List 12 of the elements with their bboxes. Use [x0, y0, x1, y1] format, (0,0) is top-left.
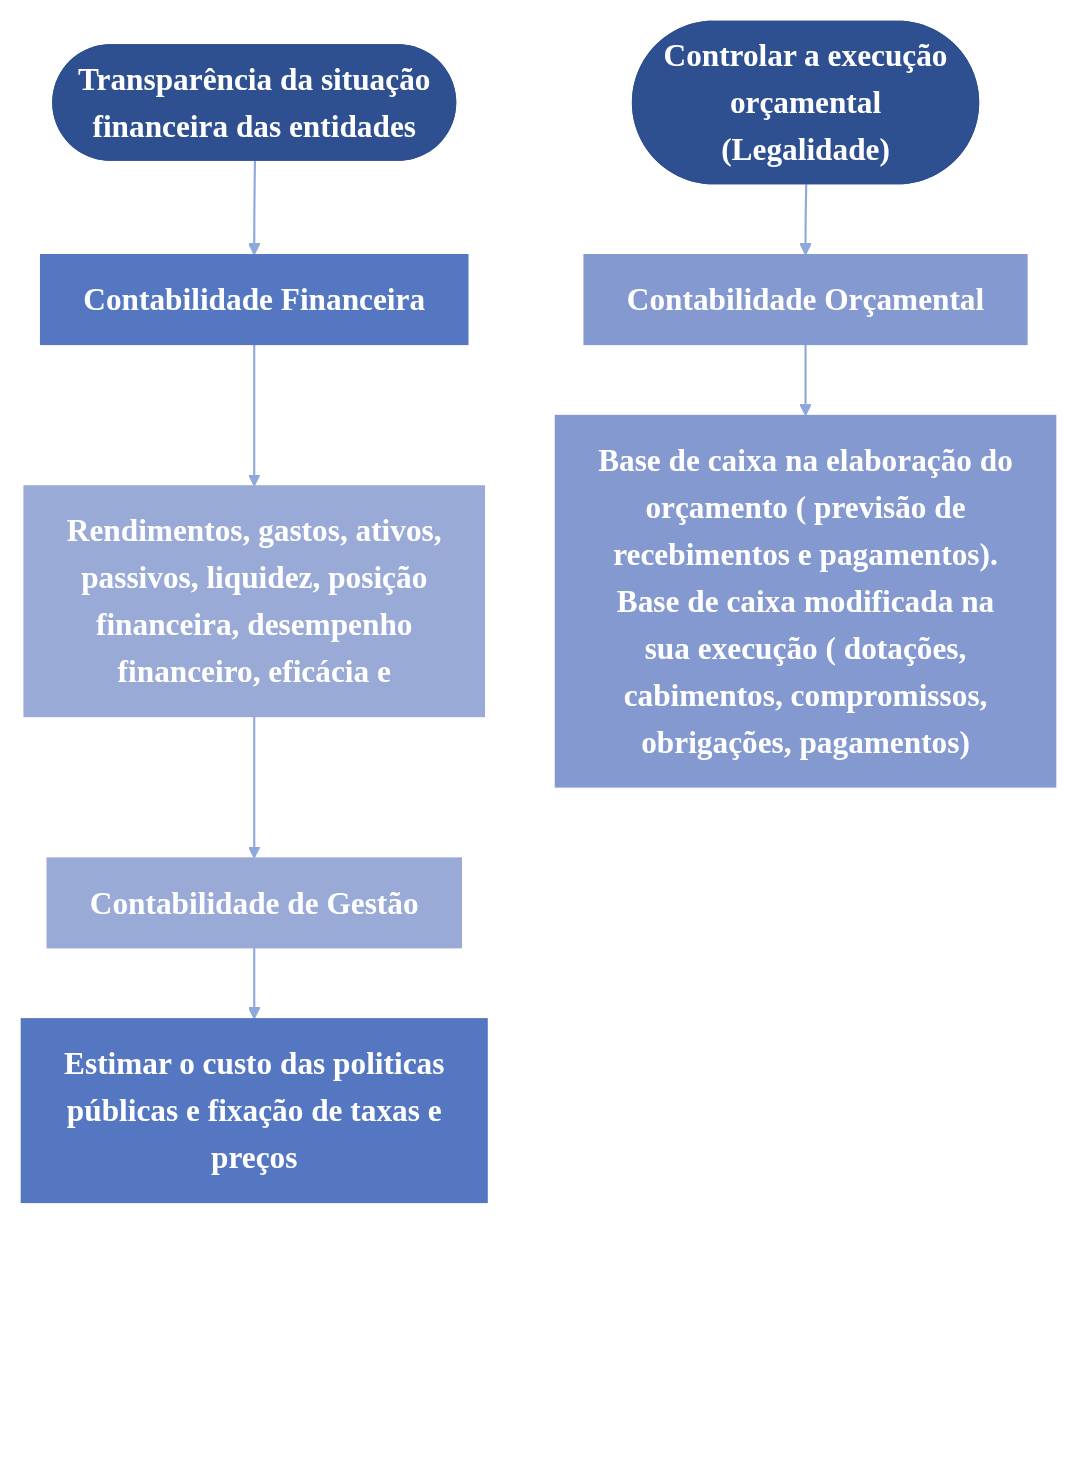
node-box: Estimar o custo das politicas públicas e fixação de taxas e preços — [20, 1018, 488, 1204]
node-box: Contabilidade Financeira — [39, 254, 469, 346]
node-box: Contabilidade de Gestão — [46, 857, 462, 949]
arrow — [799, 344, 812, 417]
arrow — [799, 184, 812, 256]
arrow — [247, 344, 261, 487]
arrow — [247, 716, 261, 859]
node-box: Contabilidade Orçamental — [583, 254, 1028, 346]
node-box: Base de caixa na elaboração do orçamento ( previsão de recebimentos e pagamentos). Base de caixa modificada na sua execução ( dotações, cabimentos, compromissos, obrigações, pagamentos) — [554, 414, 1057, 788]
node-box: Rendimentos, gastos, ativos, passivos, liquidez, posição financeira, desempenho financeiro, eficácia e — [23, 485, 485, 718]
arrow — [247, 947, 261, 1020]
arrow — [247, 160, 261, 256]
